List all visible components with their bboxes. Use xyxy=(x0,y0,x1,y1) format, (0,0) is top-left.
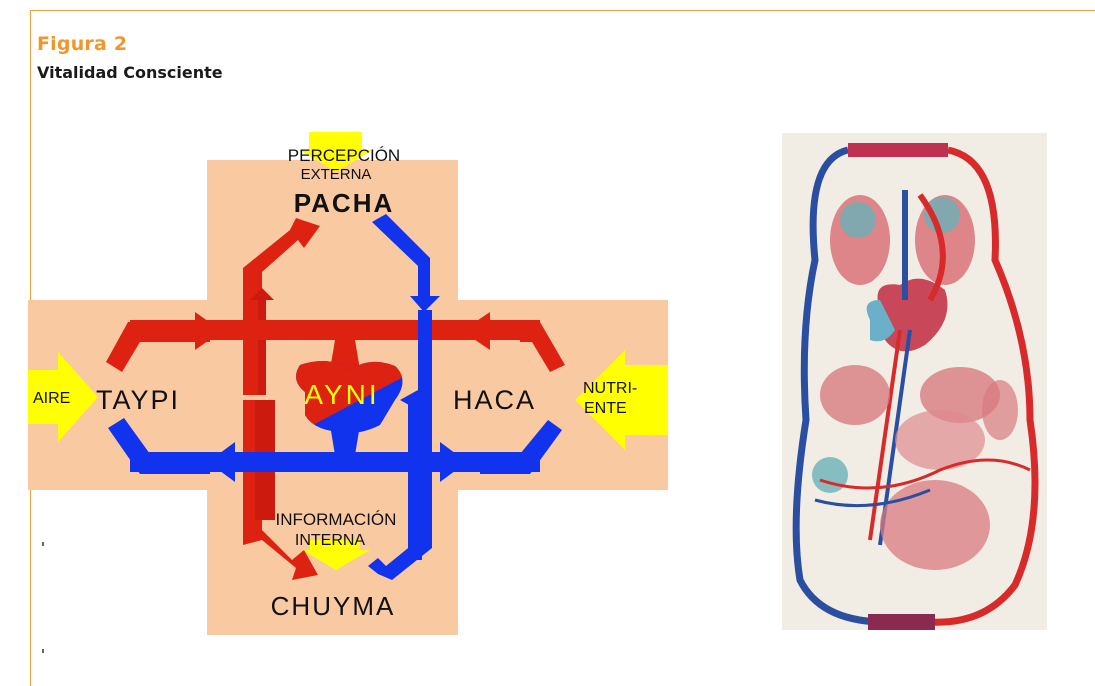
nutriente-label-line2: ENTE xyxy=(584,400,627,417)
ayni-label: AYNI xyxy=(304,379,379,410)
haca-label: HACA xyxy=(453,385,536,415)
stray-mark-1 xyxy=(42,542,44,546)
aire-label: AIRE xyxy=(33,390,70,407)
chuyma-label: CHUYMA xyxy=(271,591,396,621)
information-label-line1: INFORMACIÓN xyxy=(276,510,397,529)
pacha-label: PACHA xyxy=(294,188,395,218)
circulatory-system-illustration xyxy=(782,133,1047,630)
information-label-line2: INTERNA xyxy=(295,532,366,549)
nutriente-label-line1: NUTRI- xyxy=(583,380,637,397)
perception-label-line2: EXTERNA xyxy=(301,166,372,183)
stray-mark-2 xyxy=(42,649,44,653)
taypi-label: TAYPI xyxy=(96,385,180,415)
perception-label-line1: PERCEPCIÓN xyxy=(288,146,400,165)
